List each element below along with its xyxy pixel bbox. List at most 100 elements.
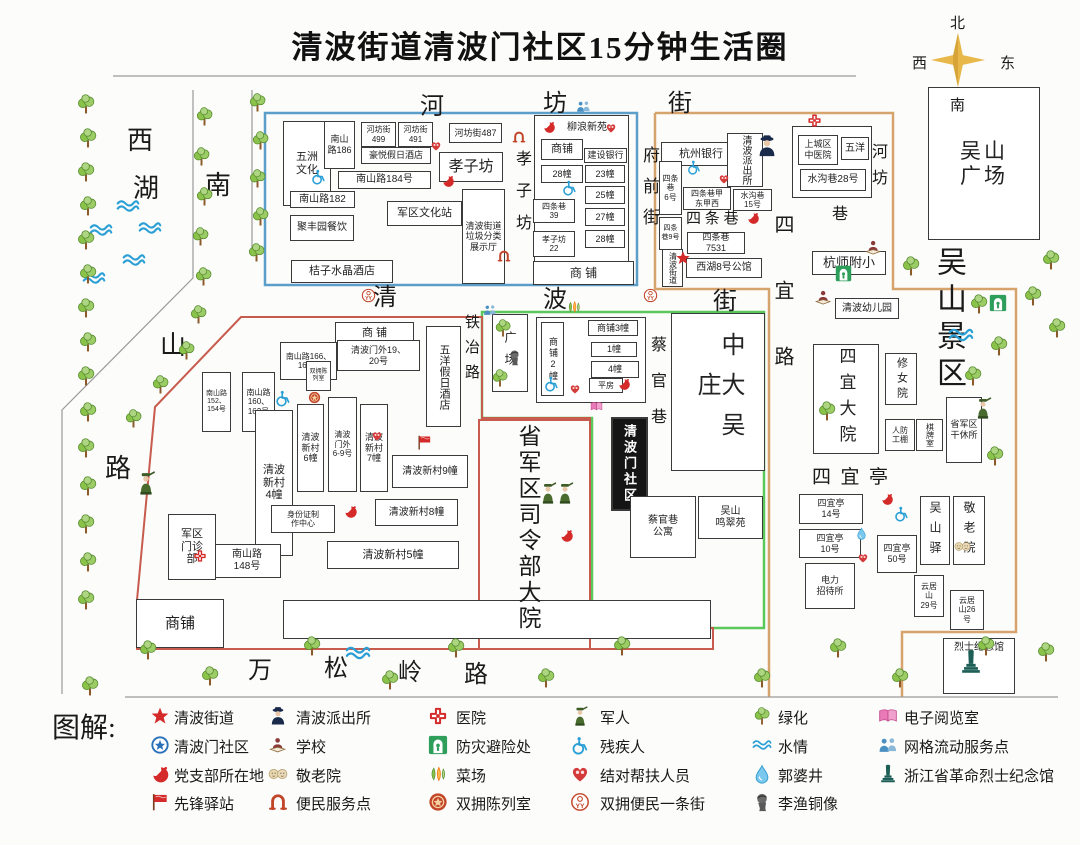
map-box: 吴山 广场 [928,87,1040,240]
legend-item-label: 双拥便民一条街 [600,797,706,813]
tree-icon [75,437,97,459]
map-box: 水沟巷28号 [800,169,866,191]
tan-block-border-a [655,111,1018,697]
badge-icon [428,792,448,812]
veg-icon [428,764,448,784]
heart-icon [857,552,869,564]
tree-icon [535,667,557,689]
map-box: 四条巷甲 东甲西 [683,187,731,210]
legend-item-label: 菜场 [456,769,487,785]
map-box: 南山路 148号 [213,544,281,578]
map-box: 建设银行 [584,148,627,163]
map-box: 柳浪新苑 [567,121,607,133]
map-box: 清波新村9幢 [392,455,468,488]
tree-icon [150,374,171,395]
tree-icon [75,513,97,535]
map-box: 省军区 干休所 [946,397,982,463]
legend-item-label: 浙江省革命烈士纪念馆 [904,769,1055,785]
map-box: 聚丰园餐饮 [290,215,354,241]
tree-icon [250,206,271,227]
drop-icon [855,526,868,540]
map-box: 云居 山 29号 [914,575,944,617]
school-icon [268,735,288,755]
legend-item-label: 党支部所在地 [174,769,265,785]
svg-text:YY: YY [575,803,585,810]
arch-icon [512,130,526,144]
legend-item-label: 绿化 [778,711,809,727]
map-box: 五洋假日酒店 [426,326,461,427]
flag-icon [150,792,170,812]
map-box: 吴山驿 [920,496,950,565]
map-box: 河坊街 491 [398,122,433,147]
map-box: 孝子坊 22 [533,231,575,257]
arch-icon [497,249,511,263]
map-box: 河坊街 499 [361,122,396,147]
tree-icon [199,665,221,687]
tree-icon [77,401,99,423]
police-icon [755,134,779,158]
yy-icon: YY [570,792,590,812]
wave-icon [89,218,113,242]
blue-block-border [263,111,639,287]
elderly-icon [954,538,971,555]
map-box: 商铺 [136,599,224,648]
arch-icon [268,792,288,812]
red-block-border [136,316,714,650]
soldier-icon [537,482,559,504]
map-box: 清波新村8幢 [375,499,458,526]
heart-icon [570,764,590,784]
map-box: 清波幼儿园 [835,298,899,319]
map-box: 商铺 [541,139,583,160]
tree-icon [1046,317,1068,339]
nanshan-road-west-edge [61,90,194,694]
party-icon [617,377,631,391]
soldier-icon [972,397,994,419]
map-box: 清波街道 [662,249,683,287]
tree-icon [123,408,144,429]
tree-icon [190,226,211,247]
badge-icon [308,391,321,404]
party-icon [880,492,894,506]
map-box: 吴山 鸣翠苑 [698,496,763,539]
map-box: 军区文化站 [387,201,462,226]
street-label: 河坊 [869,143,886,195]
legend-item-label: 李渔铜像 [778,797,839,813]
legend-item-label: 防灾避险处 [456,740,532,756]
legend-item-label: 双拥陈列室 [456,797,532,813]
map-box: 敬老院 [953,496,985,565]
map-box: 1幢 [591,342,637,357]
wheelchair-icon [543,375,560,392]
wheelchair-icon [570,735,590,755]
book-icon [878,706,898,726]
street-label: 路 [464,662,488,688]
legend-item-label: 军人 [600,711,631,727]
community-icon [150,735,170,755]
map-box: 清波 新村 4幢 [255,410,293,556]
statue-icon [752,792,772,812]
svg-text:YY: YY [365,295,372,301]
heart-icon [569,383,581,395]
people-icon [576,99,591,114]
street-label: 吴山景区 [932,246,965,394]
tree-icon [445,637,467,659]
tree-icon [493,318,513,338]
cross-icon [428,706,448,726]
wave-icon [116,194,140,218]
map-box: 四宜亭 10号 [799,529,861,558]
map-box: 中大吴庄 [671,313,765,471]
tree-icon [194,186,215,207]
wheelchair-icon [310,168,327,185]
tree-icon [247,92,268,113]
tree-icon [988,335,1010,357]
school-icon [864,238,883,257]
map-box: 水沟巷 15号 [733,189,772,211]
map-box: 电力 招待所 [805,563,855,609]
legend-item-label: 清波街道 [174,711,235,727]
compass-label: 东 [1000,56,1016,72]
tree-icon [193,266,214,287]
street-label: 万 [248,658,272,684]
street-label: 府前街 [640,146,659,239]
map-box: 西湖8号公馆 [686,258,762,278]
legend-item-label: 水情 [778,740,809,756]
